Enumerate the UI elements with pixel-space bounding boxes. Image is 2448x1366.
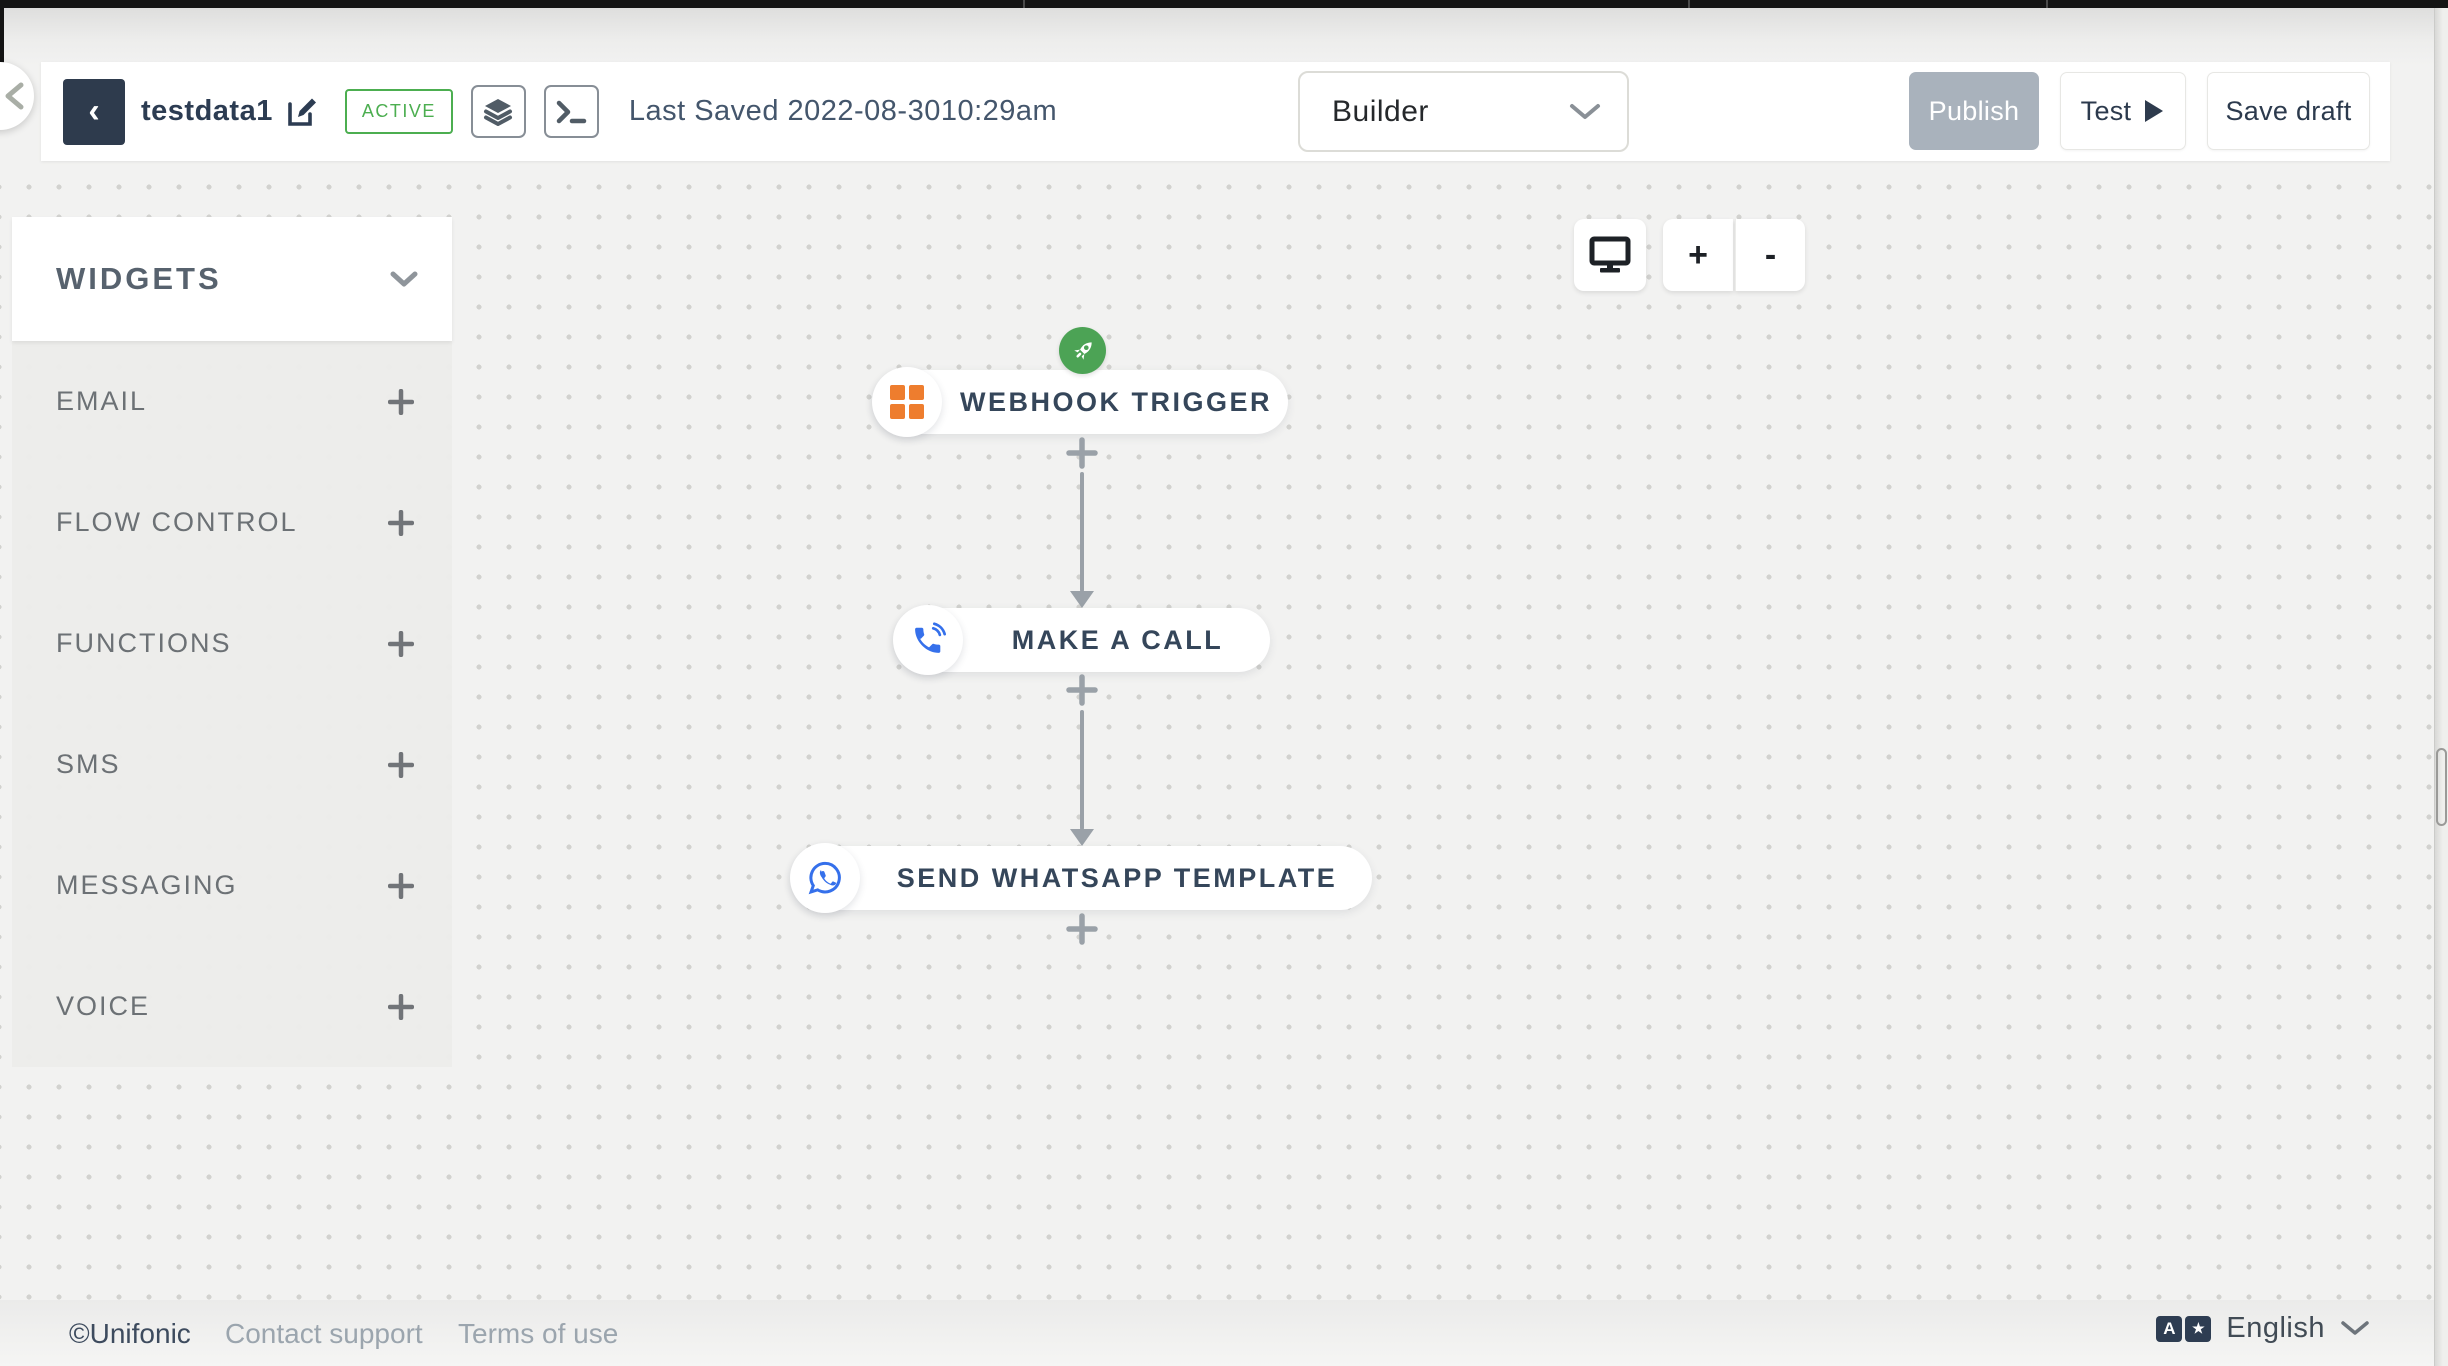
node-icon-circle — [893, 605, 963, 675]
top-bar-notch — [1023, 0, 1025, 8]
view-mode-select[interactable]: Builder — [1298, 71, 1629, 152]
node-label: SEND WHATSAPP TEMPLATE — [896, 862, 1338, 893]
contact-support-link[interactable]: Contact support — [225, 1318, 423, 1349]
back-button[interactable]: ‹ — [63, 78, 125, 145]
widget-category-functions[interactable]: FUNCTIONS — [12, 583, 452, 704]
copyright-text: ©Unifonic — [69, 1318, 191, 1349]
chevron-down-icon — [2341, 1321, 2369, 1335]
publish-button[interactable]: Publish — [1909, 72, 2039, 150]
connector-line — [1080, 472, 1084, 592]
add-step-icon[interactable] — [1066, 437, 1098, 469]
footer: ©Unifonic Contact support Terms of use A… — [0, 1300, 2448, 1366]
test-button[interactable]: Test — [2060, 72, 2186, 150]
header-actions: Publish Test Save draft — [1909, 72, 2370, 150]
play-icon — [2145, 100, 2164, 122]
add-step-icon[interactable] — [1066, 674, 1098, 706]
widget-category-messaging[interactable]: MESSAGING — [12, 825, 452, 946]
flow-title: testdata1 — [141, 95, 273, 127]
test-button-label: Test — [2080, 95, 2132, 126]
terms-of-use-link[interactable]: Terms of use — [458, 1318, 619, 1349]
translate-icon-a: A — [2156, 1315, 2183, 1342]
monitor-icon — [1589, 236, 1631, 273]
plus-icon[interactable] — [388, 630, 414, 657]
connector-line — [1080, 710, 1084, 830]
widget-category-email[interactable]: EMAIL — [12, 341, 452, 462]
plus-icon[interactable] — [388, 993, 414, 1020]
widget-category-sms[interactable]: SMS — [12, 704, 452, 825]
back-chevron-icon: ‹ — [88, 92, 100, 130]
widget-category-label: MESSAGING — [56, 870, 238, 900]
panel-collapse-button[interactable] — [0, 62, 34, 130]
translate-icon-star: ★ — [2185, 1315, 2212, 1342]
plus-icon: + — [1688, 235, 1708, 274]
widget-category-voice[interactable]: VOICE — [12, 946, 452, 1067]
widgets-title: WIDGETS — [56, 261, 222, 296]
node-webhook-trigger[interactable]: WEBHOOK TRIGGER — [872, 367, 1288, 437]
connector-arrowhead — [1070, 591, 1094, 608]
page-background-gradient — [0, 8, 2448, 66]
chevron-left-icon — [5, 82, 24, 110]
zoom-in-button[interactable]: + — [1663, 219, 1733, 291]
node-send-whatsapp-template[interactable]: SEND WHATSAPP TEMPLATE — [790, 843, 1372, 913]
plus-icon[interactable] — [388, 388, 414, 415]
view-mode-value: Builder — [1332, 94, 1429, 128]
pencil-square-icon — [288, 98, 316, 126]
zoom-out-button[interactable]: - — [1735, 219, 1805, 291]
trigger-badge — [1059, 327, 1106, 374]
fit-to-screen-button[interactable] — [1574, 219, 1646, 291]
last-saved-text: Last Saved 2022-08-3010:29am — [628, 95, 1058, 127]
top-bar-notch — [2046, 0, 2048, 8]
node-icon-circle — [790, 843, 860, 913]
whatsapp-icon — [808, 861, 841, 895]
widget-category-label: FLOW CONTROL — [56, 507, 298, 537]
top-bar-notch — [1688, 0, 1690, 8]
plus-icon[interactable] — [388, 509, 414, 536]
status-badge: ACTIVE — [344, 89, 453, 134]
versions-button[interactable] — [470, 85, 526, 138]
chevron-down-icon — [1570, 103, 1600, 119]
language-value: English — [2226, 1312, 2325, 1344]
widgets-panel: EMAIL FLOW CONTROL FUNCTIONS SMS MESSAGI… — [12, 341, 452, 1067]
chevron-down-icon — [390, 271, 418, 286]
node-make-a-call[interactable]: MAKE A CALL — [893, 605, 1270, 675]
connector-arrowhead — [1070, 829, 1094, 846]
node-icon-circle — [872, 367, 942, 437]
minus-icon: - — [1764, 235, 1777, 274]
debug-console-button[interactable] — [543, 85, 599, 138]
widget-category-label: VOICE — [56, 991, 151, 1021]
plus-icon[interactable] — [388, 751, 414, 778]
widget-category-flow-control[interactable]: FLOW CONTROL — [12, 462, 452, 583]
node-label: WEBHOOK TRIGGER — [960, 386, 1272, 417]
browser-top-bar — [0, 0, 2448, 8]
widgets-panel-header[interactable]: WIDGETS — [12, 217, 452, 341]
layers-icon — [484, 98, 513, 126]
language-switcher[interactable]: A ★ English — [2156, 1312, 2370, 1345]
widget-category-label: SMS — [56, 749, 121, 779]
scrollbar-thumb[interactable] — [2436, 748, 2447, 826]
widget-category-label: FUNCTIONS — [56, 628, 232, 658]
edit-title-button[interactable] — [285, 95, 319, 129]
node-label: MAKE A CALL — [1011, 624, 1224, 655]
builder-header: ‹ testdata1 ACTIVE Last Saved 2022-08-30… — [41, 62, 2390, 161]
terminal-icon — [557, 100, 587, 123]
grid-icon — [890, 385, 924, 419]
widget-category-label: EMAIL — [56, 386, 148, 416]
plus-icon[interactable] — [388, 872, 414, 899]
rocket-icon — [1073, 341, 1092, 360]
add-step-icon[interactable] — [1066, 913, 1098, 945]
translate-icon: A ★ — [2156, 1315, 2212, 1342]
save-draft-button[interactable]: Save draft — [2207, 72, 2370, 150]
scrollbar-track[interactable] — [2434, 8, 2448, 1366]
phone-icon — [915, 622, 946, 653]
